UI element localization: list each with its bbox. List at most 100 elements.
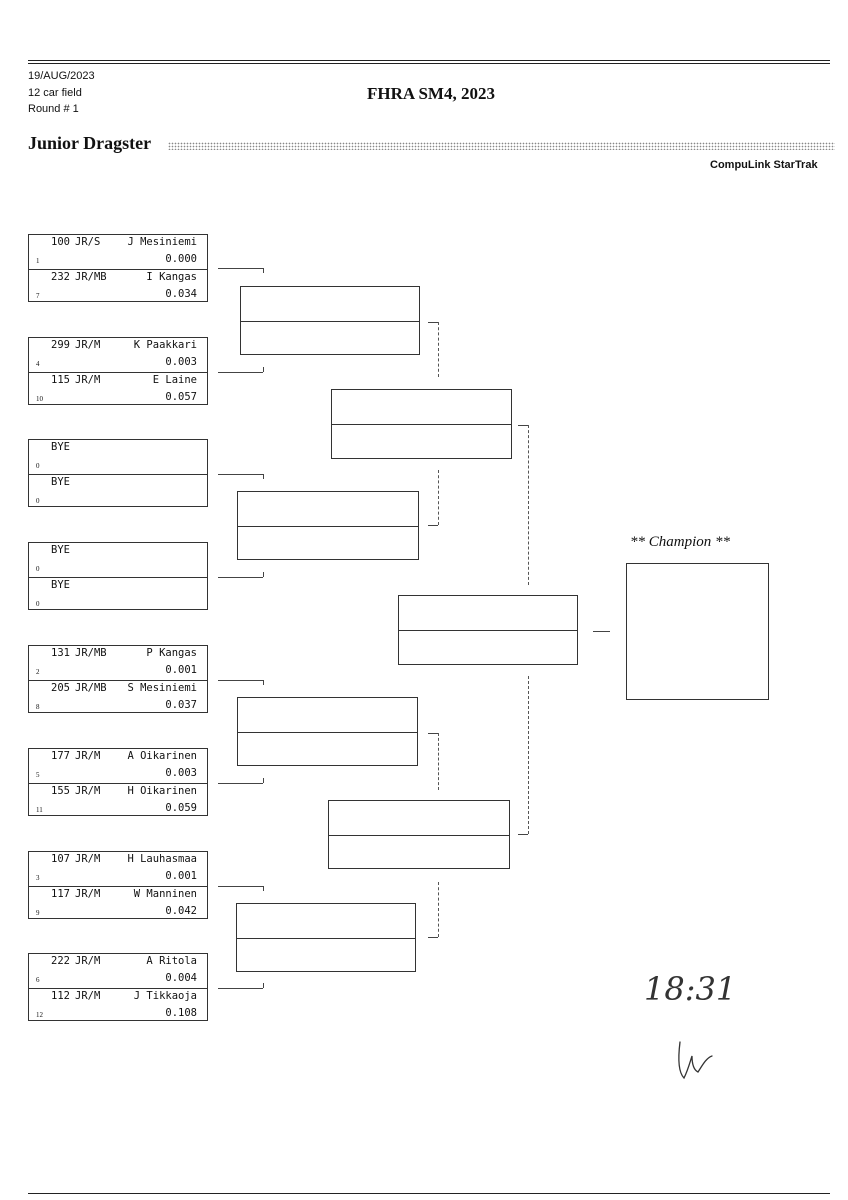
lane-top: 299 JR/M K Paakkari 4 0.003: [29, 338, 207, 372]
round2-pair-3: [237, 697, 418, 766]
connector-line: [518, 834, 528, 835]
lane-top: BYE 0: [29, 543, 207, 577]
lane-top: BYE 0: [29, 440, 207, 474]
lane-bottom: 117 JR/M W Manninen 9 0.042: [29, 886, 207, 921]
round2-pair-1: [240, 286, 420, 355]
car-number: 155: [51, 785, 70, 797]
car-number: 205: [51, 682, 70, 694]
bye-label: BYE: [51, 544, 70, 556]
lane-top: 222 JR/M A Ritola 6 0.004: [29, 954, 207, 988]
car-number: 115: [51, 374, 70, 386]
round-number: Round # 1: [28, 103, 79, 115]
seed-number: 4: [36, 360, 40, 368]
seed-number: 8: [36, 703, 40, 711]
field-size: 12 car field: [28, 87, 82, 99]
lane-divider: [238, 731, 417, 733]
connector-line: [263, 983, 264, 988]
car-class: JR/MB: [75, 647, 107, 659]
lane-bottom: BYE 0: [29, 474, 207, 509]
driver-name: E Laine: [152, 374, 197, 386]
car-number: 177: [51, 750, 70, 762]
car-number: 100: [51, 236, 70, 248]
car-class: JR/M: [75, 339, 101, 351]
pair-8: 222 JR/M A Ritola 6 0.004 112 JR/M J Tik…: [28, 953, 208, 1021]
connector-line: [218, 680, 263, 681]
connector-line: [263, 474, 264, 479]
car-number: 299: [51, 339, 70, 351]
connector-line: [218, 268, 263, 269]
seed-number: 10: [36, 395, 43, 403]
lane-bottom: BYE 0: [29, 577, 207, 612]
brand-label: CompuLink StarTrak: [710, 159, 818, 171]
lane-divider: [329, 834, 509, 836]
driver-name: H Oikarinen: [127, 785, 197, 797]
car-number: 222: [51, 955, 70, 967]
car-class: JR/M: [75, 853, 101, 865]
car-number: 232: [51, 271, 70, 283]
car-number: 107: [51, 853, 70, 865]
bye-label: BYE: [51, 579, 70, 591]
lane-divider: [332, 424, 511, 425]
lane-top: 131 JR/MB P Kangas 2 0.001: [29, 646, 207, 680]
connector-dashed: [438, 882, 439, 937]
connector-dashed: [438, 470, 439, 525]
seed-number: 3: [36, 874, 40, 882]
pair-6: 177 JR/M A Oikarinen 5 0.003 155 JR/M H …: [28, 748, 208, 816]
seed-number: 11: [36, 806, 43, 814]
event-title: FHRA SM4, 2023: [367, 84, 495, 103]
car-class: JR/MB: [75, 682, 107, 694]
seed-number: 2: [36, 668, 40, 676]
lane-bottom: 112 JR/M J Tikkaoja 12 0.108: [29, 988, 207, 1023]
reaction-time: 0.000: [165, 253, 197, 265]
connector-line: [218, 988, 263, 989]
lane-bottom: 115 JR/M E Laine 10 0.057: [29, 372, 207, 407]
champion-box: [626, 563, 769, 700]
bottom-rule: [28, 1193, 830, 1194]
driver-name: P Kangas: [146, 647, 197, 659]
car-class: JR/S: [75, 236, 101, 248]
driver-name: J Mesiniemi: [127, 236, 197, 248]
connector-line: [263, 572, 264, 577]
initials-stroke: [678, 1041, 713, 1080]
car-class: JR/M: [75, 785, 101, 797]
connector-dashed: [528, 676, 529, 834]
car-number: 117: [51, 888, 70, 900]
car-class: JR/M: [75, 888, 101, 900]
reaction-time: 0.108: [165, 1007, 197, 1019]
connector-dashed: [528, 425, 529, 585]
reaction-time: 0.034: [165, 288, 197, 300]
car-class: JR/M: [75, 374, 101, 386]
connector-line: [428, 322, 438, 323]
category-title: Junior Dragster: [28, 133, 152, 153]
connector-line: [218, 886, 263, 887]
car-class: JR/MB: [75, 271, 107, 283]
round3-pair-2: [328, 800, 510, 869]
lane-top: 100 JR/S J Mesiniemi 1 0.000: [29, 235, 207, 269]
connector-dashed: [438, 322, 439, 377]
driver-name: H Lauhasmaa: [127, 853, 197, 865]
connector-line: [263, 367, 264, 372]
connector-line: [263, 886, 264, 891]
lane-divider: [238, 525, 418, 527]
top-rule-2: [28, 63, 830, 64]
lane-divider: [241, 320, 419, 322]
round2-pair-2: [237, 491, 419, 560]
pair-1: 100 JR/S J Mesiniemi 1 0.000 232 JR/MB I…: [28, 234, 208, 302]
driver-name: I Kangas: [146, 271, 197, 283]
seed-number: 5: [36, 771, 40, 779]
reaction-time: 0.001: [165, 664, 197, 676]
connector-line: [428, 733, 438, 734]
driver-name: A Ritola: [146, 955, 197, 967]
round3-pair-1: [331, 389, 512, 459]
driver-name: W Manninen: [133, 888, 197, 900]
driver-name: K Paakkari: [133, 339, 197, 351]
connector-line: [428, 937, 438, 938]
seed-number: 0: [36, 497, 40, 505]
seed-number: 0: [36, 565, 40, 573]
seed-number: 6: [36, 976, 40, 984]
connector-line: [218, 783, 263, 784]
reaction-time: 0.057: [165, 391, 197, 403]
connector-line: [263, 778, 264, 783]
reaction-time: 0.003: [165, 767, 197, 779]
driver-name: J Tikkaoja: [133, 990, 197, 1002]
